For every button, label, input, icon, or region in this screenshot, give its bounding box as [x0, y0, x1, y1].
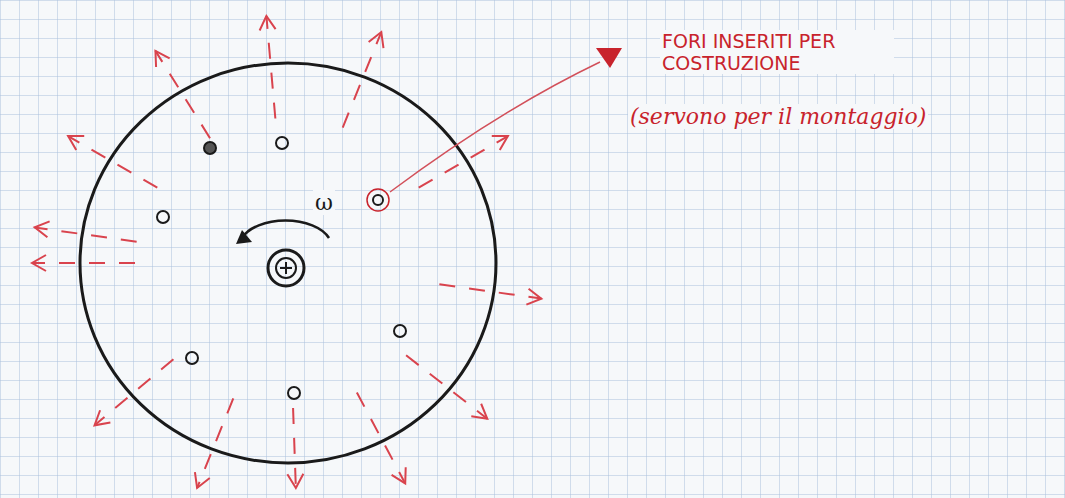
angular-velocity-symbol: ω: [313, 190, 335, 215]
radial-arrow: [68, 136, 157, 188]
leader-marker: [596, 48, 622, 68]
radial-arrowhead: [195, 472, 210, 488]
radial-arrowhead: [68, 136, 84, 150]
radial-arrowhead: [492, 136, 508, 150]
highlight-circle: [367, 189, 389, 211]
radial-arrow: [266, 16, 275, 119]
radial-arrowhead: [35, 221, 50, 237]
note-text: (servono per il montaggio): [628, 104, 928, 129]
radial-arrow: [95, 359, 174, 425]
radial-arrow: [439, 284, 541, 298]
rotation-arrow: [242, 220, 329, 238]
radial-arrow: [155, 51, 210, 138]
radial-arrowhead: [95, 410, 111, 425]
mounting-holes: [157, 137, 406, 399]
radial-arrowhead: [260, 16, 276, 31]
radial-arrow: [35, 227, 137, 241]
radial-arrowhead: [526, 289, 541, 305]
radial-arrowhead: [32, 255, 46, 271]
radial-arrow: [32, 262, 135, 264]
radial-arrow: [197, 398, 233, 488]
disc-outline: [80, 63, 496, 463]
radial-arrow: [406, 355, 487, 418]
leader-line: [390, 62, 600, 192]
shaft-circle: [276, 258, 296, 278]
radial-arrowhead: [369, 32, 384, 48]
hub-circle: [268, 250, 304, 286]
radial-arrowhead: [471, 404, 487, 419]
radial-arrowhead: [392, 467, 406, 483]
radial-arrow: [357, 393, 405, 484]
radial-arrowhead: [287, 474, 303, 488]
radial-arrowhead: [155, 51, 169, 67]
center-mark: [280, 262, 292, 274]
note-text: FORI INSERITI PER COSTRUZIONE: [660, 30, 894, 74]
rotation-arrowhead: [236, 230, 252, 244]
radial-arrow: [343, 32, 382, 127]
radial-arrows: [32, 16, 541, 488]
radial-arrow: [293, 408, 296, 488]
